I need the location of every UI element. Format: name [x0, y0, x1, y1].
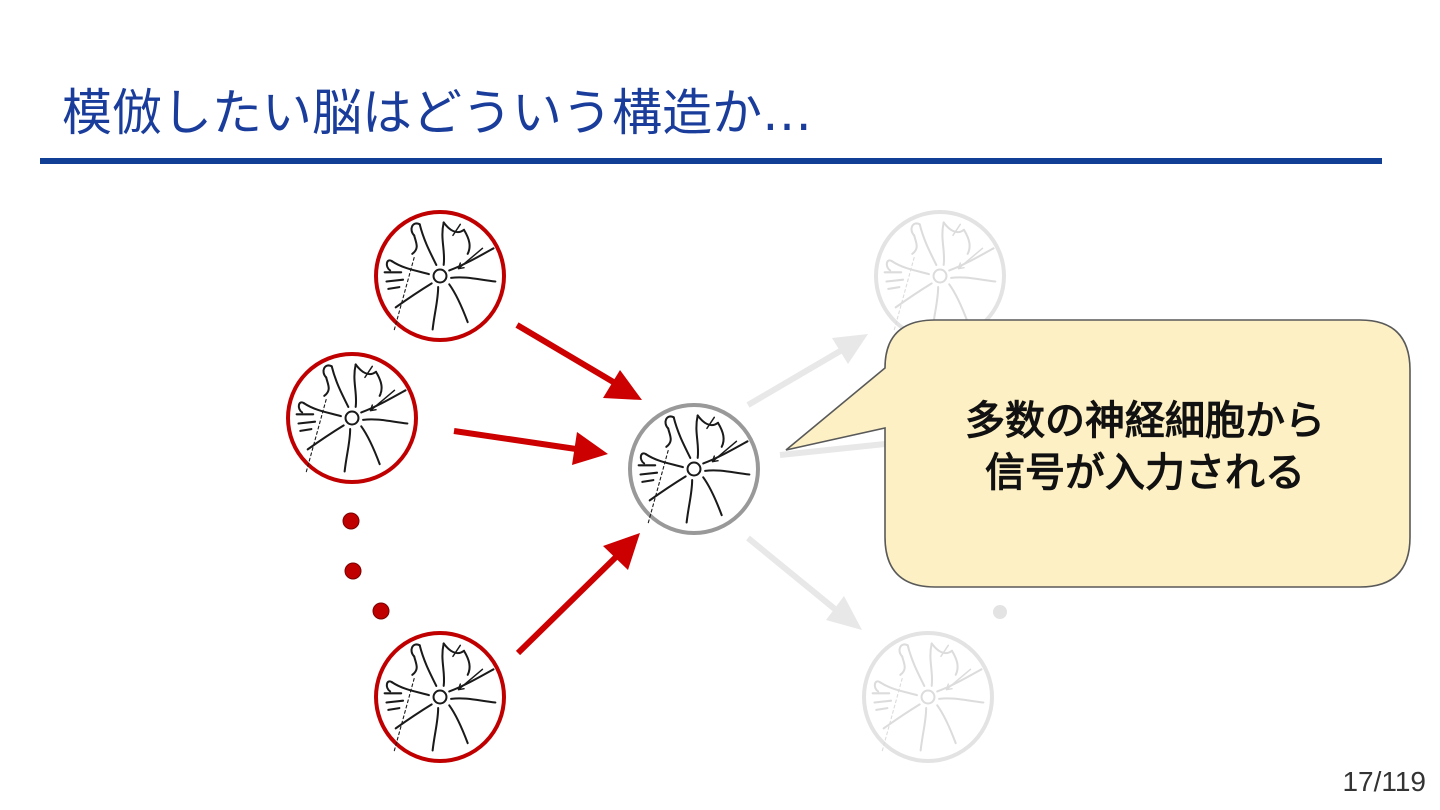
faded-output-neuron [864, 633, 992, 761]
faded-ellipsis-dot [993, 605, 1007, 619]
callout-line-2: 信号が入力される [895, 447, 1395, 499]
ellipsis-dot [373, 603, 389, 619]
callout-text: 多数の神経細胞から 信号が入力される [895, 395, 1395, 499]
page-number: 17/119 [1342, 766, 1426, 798]
ellipsis-dot [343, 513, 359, 529]
input-arrow [517, 325, 642, 400]
input-neuron [376, 212, 504, 340]
center-neuron [630, 405, 758, 533]
faded-output-arrow [748, 334, 868, 405]
faded-output-arrow [748, 538, 862, 630]
input-arrow [518, 533, 640, 653]
input-neuron [376, 633, 504, 761]
input-neuron [288, 354, 416, 482]
input-arrow [454, 431, 608, 465]
ellipsis-dot [345, 563, 361, 579]
callout-line-1: 多数の神経細胞から [895, 395, 1395, 447]
